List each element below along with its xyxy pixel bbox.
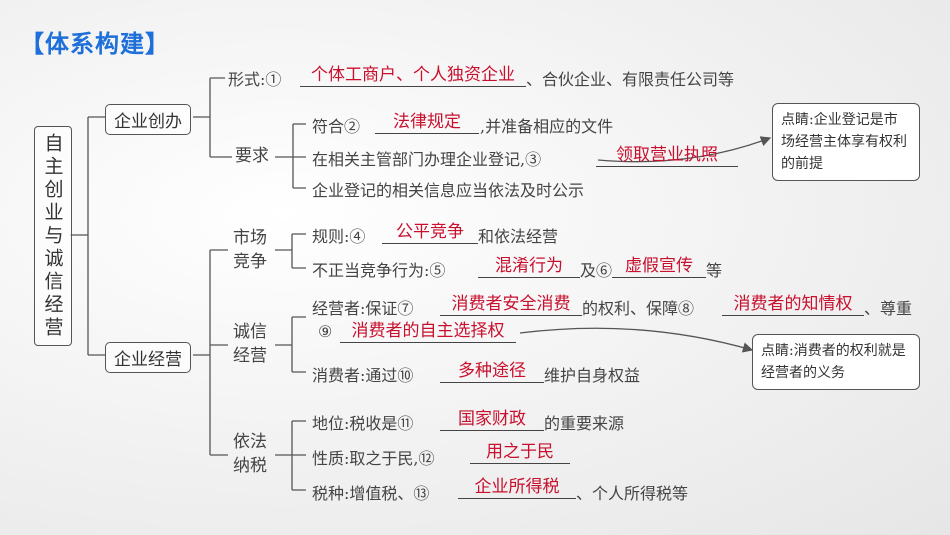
unfair-mid: 及⑥: [580, 261, 613, 280]
competition-label: 市场竞争: [233, 228, 267, 272]
answer-12: 用之于民: [470, 441, 570, 464]
answer-1: 个体工商户、个人独资企业: [300, 64, 526, 87]
consumer-suffix: 维护自身权益: [544, 366, 641, 385]
branch-operation: 企业经营: [105, 342, 191, 373]
rule-suffix: 和依法经营: [478, 227, 559, 246]
answer-9: 消费者的自主选择权: [340, 320, 516, 343]
unfair-suffix: 等: [706, 261, 723, 280]
nature-prefix: 性质:取之于民,⑫: [312, 449, 435, 468]
branch-startup: 企业创办: [105, 104, 191, 135]
form-suffix: 、合伙企业、有限责任公司等: [526, 70, 735, 89]
note-1: 点睛:企业登记是市场经营主体享有权利的前提: [772, 103, 920, 181]
form-prefix: 形式:①: [228, 70, 282, 89]
note-2: 点睛:消费者的权利就是经营者的义务: [752, 334, 920, 390]
answer-13: 企业所得税: [458, 476, 576, 499]
answer-10: 多种途径: [440, 360, 544, 383]
answer-5: 混淆行为: [478, 255, 580, 278]
rule-prefix: 规则:④: [312, 227, 366, 246]
req3-text: 企业登记的相关信息应当依法及时公示: [312, 181, 585, 200]
types-prefix: 税种:增值税、⑬: [312, 484, 430, 503]
answer-8: 消费者的知情权: [722, 293, 864, 316]
status-prefix: 地位:税收是⑪: [312, 414, 414, 433]
consumer-prefix: 消费者:通过⑩: [312, 366, 414, 385]
answer-6: 虚假宣传: [612, 255, 706, 278]
num-9: ⑨: [318, 322, 333, 341]
page-title: 【体系构建】: [20, 30, 170, 58]
req1-prefix: 符合②: [312, 117, 361, 136]
integrity-label: 诚信经营: [233, 322, 267, 366]
types-suffix: 、个人所得税等: [576, 484, 689, 503]
status-suffix: 的重要来源: [544, 414, 625, 433]
operator-suffix: 、尊重: [864, 299, 913, 318]
requirements-label: 要求: [235, 146, 269, 166]
root-node: 自主创业与诚信经营: [34, 126, 72, 346]
answer-2: 法律规定: [375, 111, 479, 134]
answer-11: 国家财政: [440, 408, 544, 431]
unfair-prefix: 不正当竞争行为:⑤: [312, 261, 446, 280]
tax-label: 依法纳税: [233, 432, 267, 476]
answer-7: 消费者安全消费: [440, 293, 582, 316]
root-label: 自主创业与诚信经营: [41, 132, 64, 340]
operator-mid: 的权利、保障⑧: [582, 299, 695, 318]
req2-prefix: 在相关主管部门办理企业登记,③: [312, 150, 542, 169]
answer-3: 领取营业执照: [596, 144, 738, 167]
req1-suffix: ,并准备相应的文件: [480, 117, 614, 136]
answer-4: 公平竞争: [382, 221, 478, 244]
operator-prefix: 经营者:保证⑦: [312, 299, 414, 318]
